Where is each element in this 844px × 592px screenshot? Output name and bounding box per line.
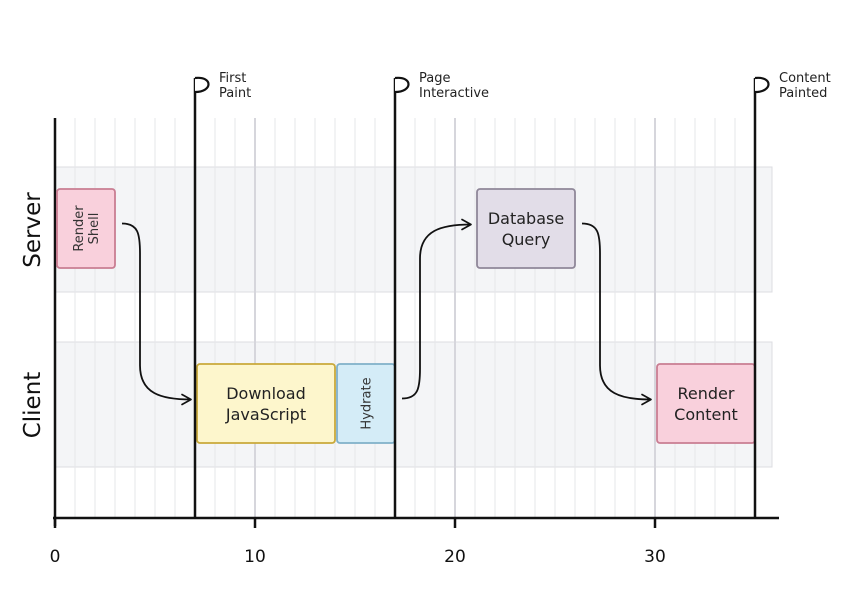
task-label: JavaScript <box>225 405 306 424</box>
x-tick-label: 10 <box>244 547 266 567</box>
x-tick-label: 30 <box>644 547 666 567</box>
lane-band-server <box>54 166 773 293</box>
dependency-arrows <box>121 218 652 406</box>
milestone-flag-icon <box>394 76 410 94</box>
milestone-flag-icon <box>194 76 210 94</box>
task-box <box>196 363 336 444</box>
lane-label-client: Client <box>20 372 46 439</box>
task-label: Render <box>72 205 87 252</box>
grid-lines <box>74 118 756 518</box>
task-label: Shell <box>87 213 102 245</box>
milestone-label: Paint <box>219 86 251 101</box>
task-label: Render <box>678 384 735 403</box>
x-tick-label: 0 <box>50 547 61 567</box>
task-box <box>656 363 756 444</box>
milestone-label: Painted <box>779 86 827 101</box>
milestone-label: Interactive <box>419 86 489 101</box>
task-hydrate: Hydrate <box>336 363 396 444</box>
x-tick-label: 20 <box>444 547 466 567</box>
milestone-label: Content <box>779 71 831 86</box>
task-box <box>476 188 576 269</box>
dependency-arrow <box>121 222 192 406</box>
milestone-label: Page <box>419 71 450 86</box>
time-axis: 0 10 20 30 <box>50 118 779 567</box>
task-label: Query <box>502 230 551 249</box>
task-label: Database <box>488 209 564 228</box>
task-box <box>56 188 116 269</box>
milestone-label: First <box>219 71 246 86</box>
milestone-flag-icon <box>754 76 770 94</box>
lane-label-server: Server <box>20 192 46 268</box>
dependency-arrow <box>401 218 472 400</box>
task-label: Hydrate <box>360 377 375 429</box>
task-label: Content <box>674 405 738 424</box>
dependency-arrow <box>581 222 652 406</box>
task-label: Download <box>226 384 306 403</box>
